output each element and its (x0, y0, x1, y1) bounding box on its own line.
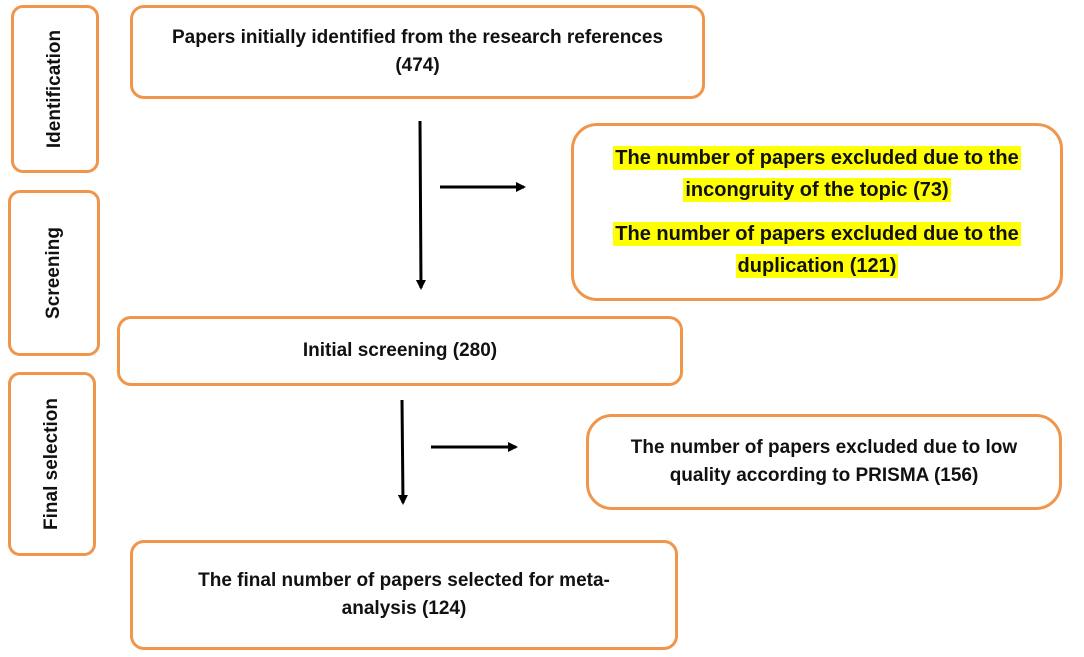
box-initial-identified-line1: Papers initially identified from the res… (171, 27, 664, 49)
box-initial-screening-text: Initial screening (280) (302, 340, 498, 362)
box-final-selected-line2: analysis (124) (341, 598, 467, 619)
box-excluded-quality-line2: quality according to PRISMA (156) (669, 465, 979, 486)
excluded-topic-line2-text: incongruity of the topic (73) (683, 178, 951, 202)
box-final-selected-line1: The final number of papers selected for … (198, 570, 610, 592)
arrow-down-screening-to-final (397, 399, 408, 505)
box-initial-identified-line2: (474) (395, 55, 440, 76)
excluded-topic-line1: The number of papers excluded due to the (613, 142, 1021, 174)
box-excluded-quality-line1: The number of papers excluded due to low (630, 437, 1018, 459)
excluded-duplication-line1: The number of papers excluded due to the (613, 218, 1021, 250)
stage-final-selection: Final selection (8, 372, 96, 556)
stage-identification: Identification (11, 5, 99, 173)
excluded-duplication-line2: duplication (121) (735, 250, 899, 282)
excluded-topic-line1-text: The number of papers excluded due to the (613, 146, 1021, 170)
box-initial-screening: Initial screening (280) (117, 316, 683, 386)
box-initial-identified: Papers initially identified from the res… (130, 5, 705, 99)
excluded-duplication-line1-text: The number of papers excluded due to the (613, 222, 1021, 246)
arrow-down-identified-to-screening (415, 120, 426, 290)
box-excluded-topic-duplication: The number of papers excluded due to the… (571, 123, 1063, 301)
stage-screening: Screening (8, 190, 100, 356)
excluded-topic-line2: incongruity of the topic (73) (683, 174, 951, 206)
excluded-duplication-line2-text: duplication (121) (735, 254, 899, 278)
box-final-selected: The final number of papers selected for … (130, 540, 678, 650)
box-excluded-quality: The number of papers excluded due to low… (586, 414, 1062, 510)
